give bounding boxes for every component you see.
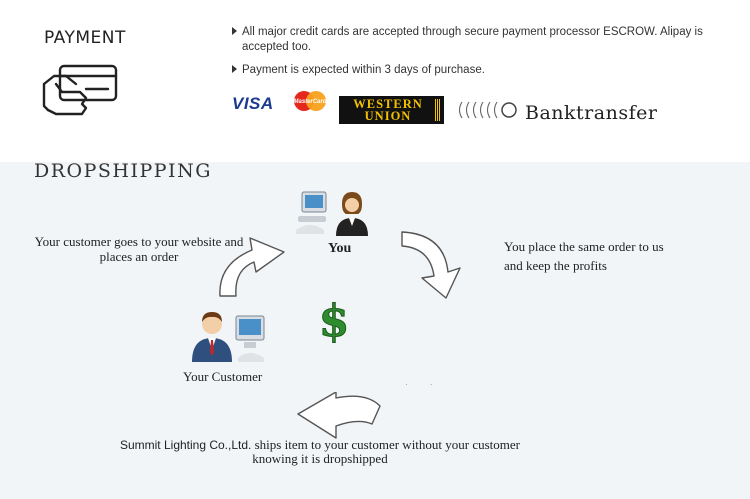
visa-logo: VISA bbox=[232, 94, 274, 113]
signal-waves-icon bbox=[458, 101, 517, 119]
dollar-icon: $ bbox=[318, 296, 350, 345]
svg-text:MasterCard: MasterCard bbox=[293, 99, 326, 105]
dropshipping-panel bbox=[0, 162, 750, 499]
bullet-triangle-icon bbox=[232, 27, 237, 35]
step-ship-text: Summit Lighting Co.,Ltd. ships item to y… bbox=[119, 437, 521, 466]
you-label: You bbox=[328, 241, 352, 256]
person-computer-icon bbox=[296, 191, 368, 236]
step-you-order-text: You place the same order to us and keep … bbox=[504, 239, 664, 273]
curved-arrow-icon bbox=[219, 237, 285, 297]
bank-transfer-label: Banktransfer bbox=[525, 102, 658, 124]
curved-arrow-icon bbox=[401, 231, 461, 299]
western-union-logo: WESTERN UNION bbox=[339, 96, 444, 124]
svg-text:$: $ bbox=[319, 296, 350, 344]
bullet-triangle-icon bbox=[232, 65, 237, 73]
your-customer-label: Your Customer bbox=[183, 369, 263, 384]
mastercard-logo: MasterCard bbox=[293, 91, 327, 111]
curved-arrow-icon bbox=[297, 392, 381, 439]
payment-title: PAYMENT bbox=[44, 28, 126, 48]
person-computer-icon bbox=[192, 312, 265, 362]
payment-bullet-timing: Payment is expected within 3 days of pur… bbox=[232, 63, 485, 78]
payment-bullet-cards: All major credit cards are accepted thro… bbox=[232, 25, 712, 55]
dropshipping-title: DROPSHIPPING bbox=[34, 160, 212, 182]
card-hand-icon bbox=[42, 64, 118, 116]
step-customer-orders-text: Your customer goes to your website and p… bbox=[34, 234, 244, 264]
decorative-dots: · · bbox=[405, 380, 443, 389]
